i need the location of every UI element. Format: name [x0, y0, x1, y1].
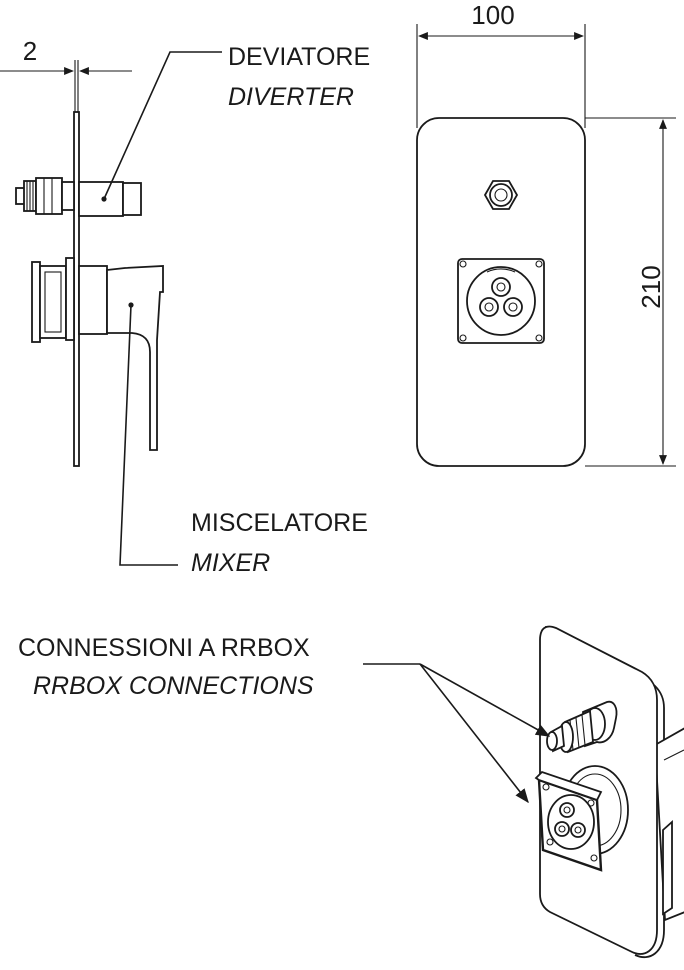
width-dimension: 100	[416, 0, 586, 128]
diverter-label-it: DEVIATORE	[228, 43, 370, 71]
mixer-side	[31, 257, 164, 451]
mixer-label-en: MIXER	[191, 549, 270, 577]
iso-back-housing	[654, 727, 684, 922]
diverter-label-en: DIVERTER	[228, 83, 354, 111]
mixer-flange-front	[457, 258, 545, 344]
iso-diverter	[546, 700, 618, 754]
height-dimension: 210	[585, 117, 676, 467]
side-view: 2 DE	[0, 36, 370, 577]
thickness-dimension: 2	[0, 36, 132, 112]
diverter-cartridge-side	[15, 177, 142, 217]
isometric-view: CONNESSIONI A RRBOX RRBOX CONNECTIONS	[18, 625, 684, 959]
mixer-label-it: MISCELATORE	[191, 509, 368, 537]
iso-mixer	[534, 765, 629, 872]
width-value: 100	[471, 0, 514, 30]
connections-leader	[363, 663, 551, 804]
thickness-value: 2	[23, 36, 37, 66]
connections-label-it: CONNESSIONI A RRBOX	[18, 634, 310, 662]
front-view: 100 210	[416, 0, 676, 467]
diverter-leader	[103, 51, 222, 200]
connections-label-en: RRBOX CONNECTIONS	[33, 672, 314, 700]
height-value: 210	[636, 265, 666, 308]
mixer-leader	[119, 304, 178, 566]
diverter-front	[483, 180, 519, 210]
